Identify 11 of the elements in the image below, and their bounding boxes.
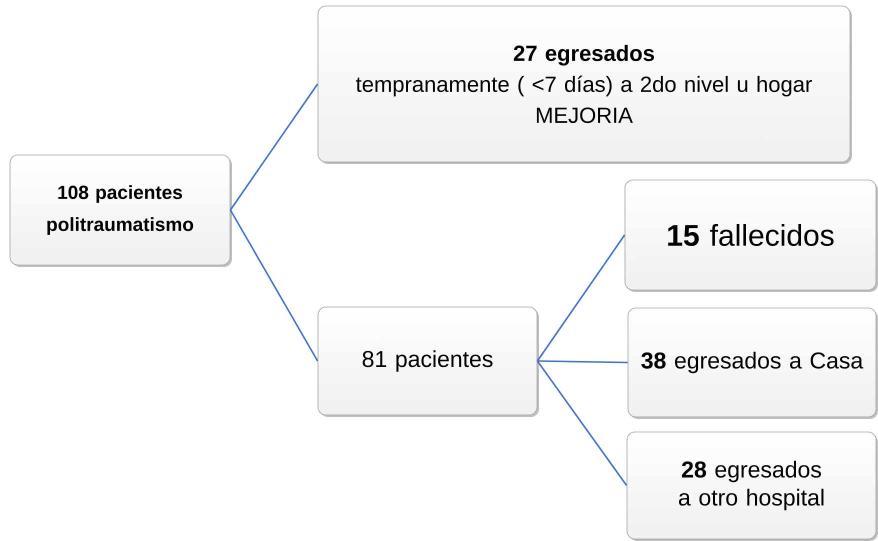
rounded-box: 27 egresados tempranamente ( <7 días) a 2do nivel u hogar MEJORIA xyxy=(318,6,852,164)
rounded-box: 108 pacientes politraumatismo xyxy=(10,154,232,267)
connector-line xyxy=(536,360,628,486)
connector-line xyxy=(536,234,626,362)
connector-line xyxy=(230,84,318,210)
rounded-box: 28 egresados a otro hospital xyxy=(626,432,878,541)
connector-line xyxy=(230,210,318,362)
rounded-box: 81 pacientes xyxy=(318,306,539,417)
connector-line xyxy=(537,360,628,364)
rounded-box: 15 fallecidos xyxy=(624,180,878,292)
rounded-box: 38 egresados a Casa xyxy=(628,308,878,419)
